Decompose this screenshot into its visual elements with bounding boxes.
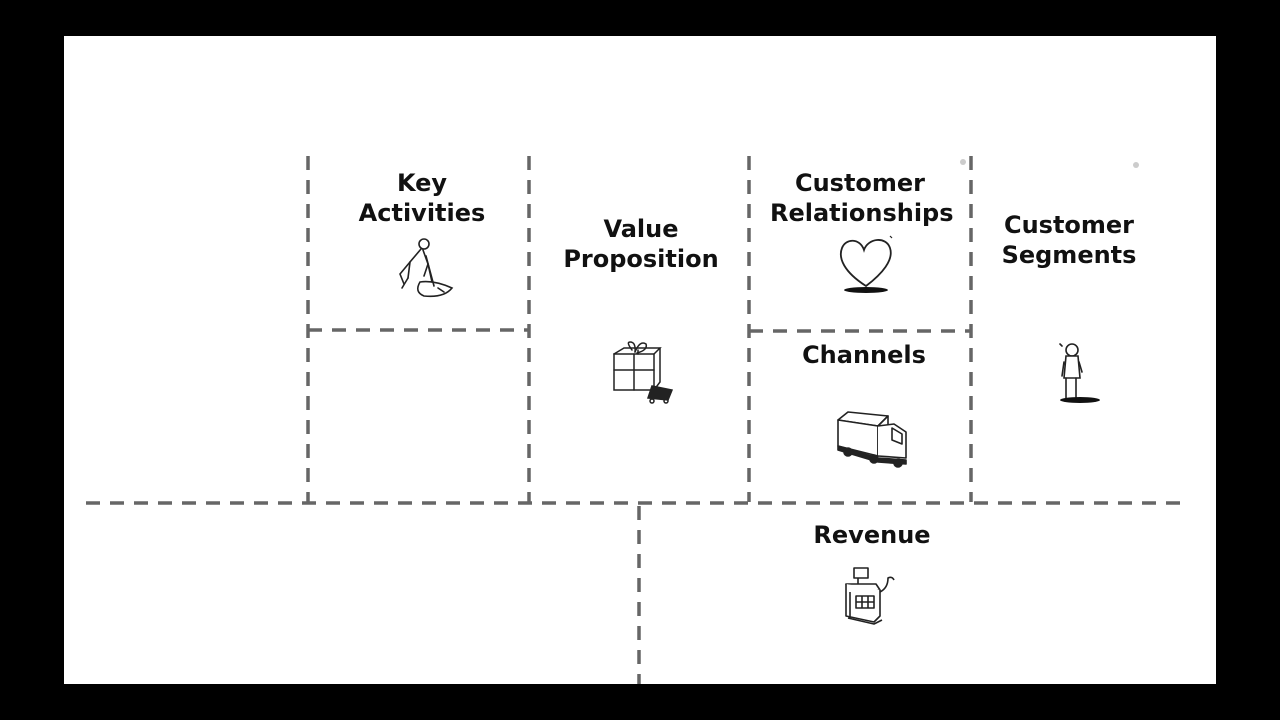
marker-dot (960, 159, 966, 165)
revenue-label: Revenue (813, 521, 931, 549)
key-activities-title: Key Activities (354, 168, 490, 228)
heart-icon (840, 235, 893, 293)
value-proposition-line1: Value (603, 215, 679, 243)
revenue-title: Revenue (790, 520, 954, 550)
customer-relationships-line1: Customer (794, 169, 926, 197)
customer-relationships-title: Customer Relationships (770, 168, 954, 228)
cash-register-icon (845, 567, 895, 625)
key-activities-line2: Activities (358, 199, 486, 227)
business-model-canvas: Key Activities Value Proposition (64, 36, 1216, 684)
key-activities-line1: Key (396, 169, 448, 197)
customer-relationships-line2: Relationships (770, 199, 954, 227)
customer-segments-line1: Customer (1003, 211, 1135, 239)
marker-dot (1133, 162, 1139, 168)
standing-person-icon (1059, 343, 1100, 403)
delivery-truck-icon (837, 411, 907, 468)
gift-box-cart-icon (613, 341, 674, 404)
channels-title: Channels (770, 340, 958, 370)
canvas-grid-lines (86, 156, 1188, 684)
channels-label: Channels (802, 341, 926, 369)
value-proposition-line2: Proposition (563, 245, 719, 273)
value-proposition-title: Value Proposition (558, 214, 724, 274)
person-digging-icon (399, 238, 454, 298)
customer-segments-title: Customer Segments (994, 210, 1144, 270)
customer-segments-line2: Segments (1001, 241, 1137, 269)
